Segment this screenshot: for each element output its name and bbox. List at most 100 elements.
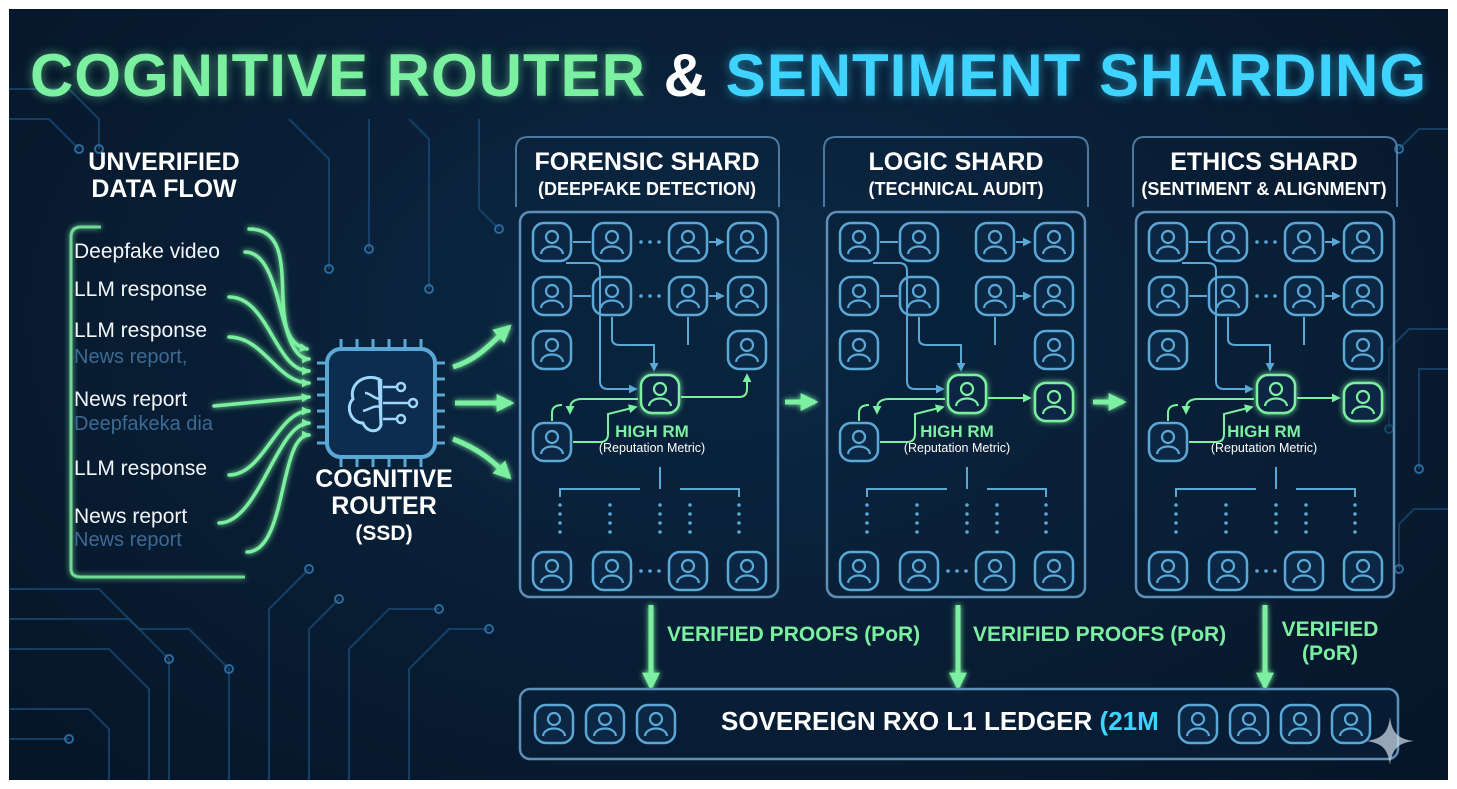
user-node-head — [851, 337, 867, 353]
ellipsis-dot — [1264, 569, 1268, 573]
tree-branch — [559, 488, 640, 497]
user-node-head — [604, 283, 620, 299]
user-node-head — [1046, 337, 1062, 353]
user-node-icon — [531, 421, 573, 463]
user-node-body — [734, 299, 760, 309]
input-flow-line — [227, 406, 311, 477]
tree-dot — [1174, 512, 1178, 516]
user-node-body — [734, 574, 760, 584]
tree-dot — [915, 503, 919, 507]
tree-dot — [965, 503, 969, 507]
user-node-head — [1268, 381, 1284, 397]
ellipsis-dot — [1255, 569, 1259, 573]
tree-dot — [965, 530, 969, 534]
input-heading-line-1: UNVERIFIED — [88, 148, 240, 176]
user-node-head — [1292, 711, 1308, 727]
node-link — [880, 404, 945, 443]
user-node-head — [1355, 558, 1371, 574]
user-node-icon — [1228, 703, 1270, 745]
user-node-body — [599, 245, 625, 255]
tree-dot — [1353, 503, 1357, 507]
ellipsis-dot — [1255, 294, 1259, 298]
user-node-icon — [635, 703, 677, 745]
shard-ethics-metric: HIGH RM — [1227, 422, 1301, 441]
user-node-body — [1215, 574, 1241, 584]
user-node-icon — [1279, 703, 1321, 745]
user-node-icon — [974, 221, 1016, 263]
proof-label-1: VERIFIED PROOFS (PoR) — [667, 623, 921, 646]
user-node-head — [911, 229, 927, 245]
tree-branch — [1296, 488, 1356, 497]
user-node-icon — [591, 275, 633, 317]
circuit-trace — [348, 608, 439, 780]
ellipsis-dot — [648, 569, 652, 573]
tree-dot — [965, 512, 969, 516]
user-node-icon — [838, 329, 880, 371]
user-node-icon — [974, 275, 1016, 317]
ellipsis-dot — [955, 569, 959, 573]
shard-ethics-metric-note: (Reputation Metric) — [1210, 441, 1318, 455]
input-heading-line-2: DATA FLOW — [91, 175, 237, 203]
tree-dot — [995, 530, 999, 534]
diagram-canvas: COGNITIVE ROUTER & SENTIMENT SHARDING UN… — [9, 9, 1448, 780]
user-node-body — [1041, 353, 1067, 363]
user-node-head — [544, 429, 560, 445]
user-node-body — [734, 353, 760, 363]
tree-dot — [1224, 530, 1228, 534]
user-node-icon — [838, 550, 880, 592]
user-node-head — [544, 337, 560, 353]
user-node-icon — [1342, 221, 1384, 263]
shard-ethics-title: ETHICS SHARD — [1170, 148, 1358, 176]
tree-dot — [1174, 521, 1178, 525]
user-node-icon — [1342, 329, 1384, 371]
tree-dot — [1174, 503, 1178, 507]
tree-dot — [1304, 521, 1308, 525]
circuit-pad — [74, 144, 84, 154]
user-node-head — [1355, 389, 1371, 405]
title-ampersand: & — [663, 42, 708, 109]
user-node-body — [1041, 405, 1067, 415]
circuit-node — [407, 397, 419, 409]
circuit-pad — [94, 144, 104, 154]
tree-dot — [558, 530, 562, 534]
user-node-icon — [531, 550, 573, 592]
ellipsis-dot — [657, 240, 661, 244]
circuit-pad — [64, 734, 74, 744]
user-node-icon — [1330, 703, 1372, 745]
circuit-trace — [9, 648, 150, 780]
user-node-body — [1155, 245, 1181, 255]
user-node-icon — [1147, 221, 1189, 263]
ledger-frame — [518, 687, 1400, 761]
user-node-body — [539, 445, 565, 455]
circuit-trace — [308, 598, 340, 780]
user-node-head — [1220, 283, 1236, 299]
shard-box-3 — [1134, 210, 1396, 599]
tree-dot — [1274, 503, 1278, 507]
user-node-icon — [838, 275, 880, 317]
tree-dot — [737, 521, 741, 525]
circuit-trace — [9, 708, 110, 780]
input-heading: UNVERIFIED DATA FLOW — [64, 149, 264, 203]
tree-dot — [1044, 530, 1048, 534]
user-node-icon — [974, 550, 1016, 592]
tree-branch — [680, 488, 740, 497]
brain-fold — [362, 379, 383, 425]
proof-label-3-line-1: VERIFIED — [1281, 618, 1379, 641]
user-node-body — [643, 727, 669, 737]
user-node-body — [846, 353, 872, 363]
node-link — [1189, 404, 1254, 443]
user-node-icon — [726, 550, 768, 592]
user-node-head — [544, 229, 560, 245]
circuit-trace — [408, 628, 489, 780]
user-node-head — [544, 283, 560, 299]
circuit-pad — [164, 654, 174, 664]
user-node-head — [739, 229, 755, 245]
user-node-body — [599, 574, 625, 584]
user-node-icon — [667, 550, 709, 592]
circuit-pad — [494, 224, 504, 234]
user-node-icon — [726, 275, 768, 317]
user-node-head — [604, 558, 620, 574]
user-node-body — [592, 727, 618, 737]
tree-dot — [1353, 512, 1357, 516]
proof-label-3: VERIFIED (PoR) — [1275, 618, 1385, 666]
